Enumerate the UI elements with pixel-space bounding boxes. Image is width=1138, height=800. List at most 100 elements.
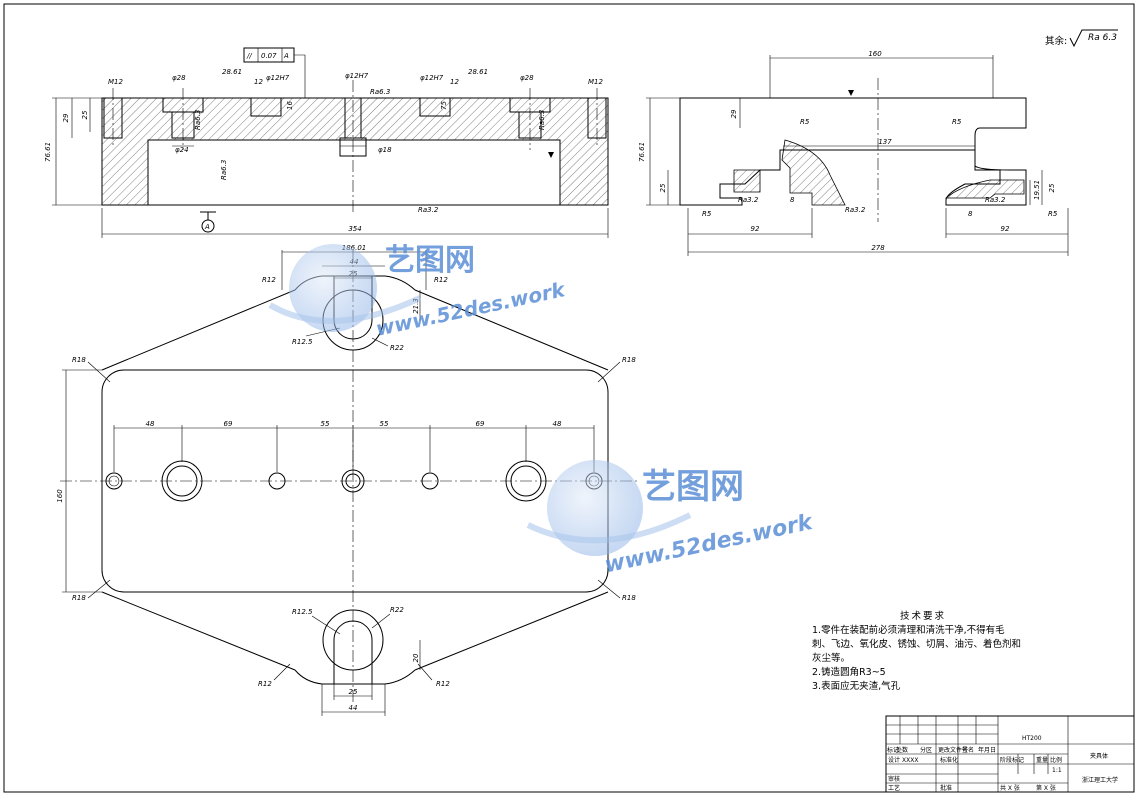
svg-text:48: 48 [146, 420, 155, 428]
svg-text:92: 92 [751, 225, 760, 233]
svg-text:R12.5: R12.5 [292, 608, 313, 616]
svg-text:工艺: 工艺 [888, 784, 900, 792]
svg-text:阶段标记: 阶段标记 [1000, 756, 1024, 764]
svg-text:艺图网: 艺图网 [642, 467, 744, 507]
notes-title: 技术要求 [900, 611, 947, 622]
svg-text:25: 25 [81, 110, 89, 119]
svg-text:更改文件号: 更改文件号 [938, 746, 968, 754]
svg-text:29: 29 [62, 113, 70, 122]
svg-text:φ28: φ28 [520, 74, 534, 82]
note-line: 刺、飞边、氧化皮、锈蚀、切屑、油污、着色剂和 [812, 639, 1022, 650]
svg-text:76.61: 76.61 [44, 142, 52, 162]
svg-text:160: 160 [868, 50, 882, 58]
svg-text:Ra6.3: Ra6.3 [538, 110, 546, 130]
svg-text:φ24: φ24 [175, 146, 189, 154]
svg-text:Ra 6.3: Ra 6.3 [1088, 33, 1117, 43]
svg-text://: // [246, 52, 252, 60]
svg-text:48: 48 [553, 420, 562, 428]
sheet-border [3, 3, 1135, 793]
svg-text:160: 160 [56, 489, 64, 503]
svg-text:44: 44 [349, 704, 358, 712]
svg-text:12: 12 [450, 78, 459, 86]
svg-text:R18: R18 [622, 356, 636, 364]
technical-notes: 技术要求 1.零件在装配前必须清理和清洗干净,不得有毛 刺、飞边、氧化皮、锈蚀、… [812, 610, 1052, 694]
svg-text:8: 8 [968, 210, 973, 218]
svg-text:92: 92 [1001, 225, 1010, 233]
title-block: HT200 夹具体 浙江理工大学 标记 处数 分区 更改文件号 签名 年月日 设… [885, 715, 1135, 793]
svg-text:Ra6.3: Ra6.3 [220, 160, 228, 180]
svg-text:R5: R5 [1048, 210, 1058, 218]
svg-text:R22: R22 [390, 344, 404, 352]
svg-text:R12: R12 [258, 680, 272, 688]
svg-text:R12: R12 [262, 276, 276, 284]
svg-text:28.61: 28.61 [468, 68, 488, 76]
svg-text:R18: R18 [622, 594, 636, 602]
svg-text:R5: R5 [702, 210, 712, 218]
svg-text:φ28: φ28 [172, 74, 186, 82]
svg-text:共 X 张: 共 X 张 [1000, 784, 1020, 792]
svg-text:R22: R22 [390, 606, 404, 614]
front-view: 76.61 29 25 354 A // 0.07 A M12 M12 φ28 … [44, 47, 609, 238]
general-roughness: 其余: Ra 6.3 [1045, 29, 1118, 48]
svg-text:批准: 批准 [940, 784, 952, 792]
svg-text:审核: 审核 [888, 775, 900, 783]
svg-text:夹具体: 夹具体 [1090, 752, 1108, 760]
svg-text:75: 75 [440, 101, 448, 110]
svg-text:Ra3.2: Ra3.2 [845, 206, 866, 214]
svg-text:签名: 签名 [962, 746, 974, 754]
svg-text:艺图网: 艺图网 [385, 243, 475, 278]
svg-text:28.61: 28.61 [222, 68, 242, 76]
svg-text:Ra3.2: Ra3.2 [738, 196, 759, 204]
svg-text:12: 12 [254, 78, 263, 86]
svg-text:55: 55 [380, 420, 389, 428]
svg-text:φ12H7: φ12H7 [420, 74, 444, 82]
svg-text:69: 69 [476, 420, 485, 428]
svg-text:HT200: HT200 [1022, 735, 1042, 742]
svg-text:Ra6.3: Ra6.3 [194, 110, 202, 130]
svg-text:R18: R18 [72, 356, 86, 364]
svg-text:R12: R12 [436, 680, 450, 688]
svg-text:186.01: 186.01 [342, 244, 367, 252]
svg-text:其余:: 其余: [1045, 35, 1067, 47]
svg-text:137: 137 [878, 138, 892, 146]
svg-text:R5: R5 [952, 118, 962, 126]
svg-text:www.52des.work: www.52des.work [374, 277, 569, 341]
svg-text:浙江理工大学: 浙江理工大学 [1082, 776, 1118, 784]
svg-text:21.3: 21.3 [412, 298, 420, 314]
svg-text:分区: 分区 [920, 746, 932, 754]
svg-text:76.61: 76.61 [638, 142, 646, 162]
svg-text:设计: 设计 [888, 756, 900, 764]
svg-text:标记: 标记 [887, 746, 899, 754]
svg-text:8: 8 [790, 196, 795, 204]
watermark-bottom: 艺图网 www.52des.work [526, 460, 816, 578]
svg-text:Ra6.3: Ra6.3 [370, 88, 390, 96]
svg-text:重量: 重量 [1036, 756, 1048, 764]
svg-text:R18: R18 [72, 594, 86, 602]
svg-text:年月日: 年月日 [978, 746, 996, 754]
svg-text:19.51: 19.51 [1033, 180, 1041, 200]
side-view: 76.61 29 25 25 19.51 160 137 R5 R5 R5 R5… [638, 50, 1069, 256]
svg-text:处数: 处数 [896, 746, 908, 754]
svg-text:第 X 张: 第 X 张 [1036, 784, 1056, 792]
svg-text:25: 25 [349, 688, 358, 696]
svg-text:Ra3.2: Ra3.2 [418, 206, 439, 214]
svg-text:Ra3.2: Ra3.2 [985, 196, 1006, 204]
svg-text:1:1: 1:1 [1052, 767, 1062, 774]
svg-text:A: A [204, 223, 210, 231]
svg-text:XXXX: XXXX [902, 757, 918, 764]
svg-text:20: 20 [412, 653, 420, 662]
svg-text:φ12H7: φ12H7 [345, 72, 369, 80]
svg-text:A: A [283, 52, 289, 60]
note-line: 3.表面应无夹渣,气孔 [812, 681, 901, 692]
svg-text:φ12H7: φ12H7 [266, 74, 290, 82]
svg-text:29: 29 [730, 109, 738, 118]
svg-text:R5: R5 [800, 118, 810, 126]
svg-text:354: 354 [348, 225, 361, 233]
svg-text:25: 25 [1048, 183, 1056, 192]
svg-text:278: 278 [871, 244, 885, 252]
svg-text:25: 25 [659, 183, 667, 192]
svg-text:φ18: φ18 [378, 146, 392, 154]
svg-text:标准化: 标准化 [940, 756, 958, 764]
svg-text:0.07: 0.07 [261, 52, 277, 60]
